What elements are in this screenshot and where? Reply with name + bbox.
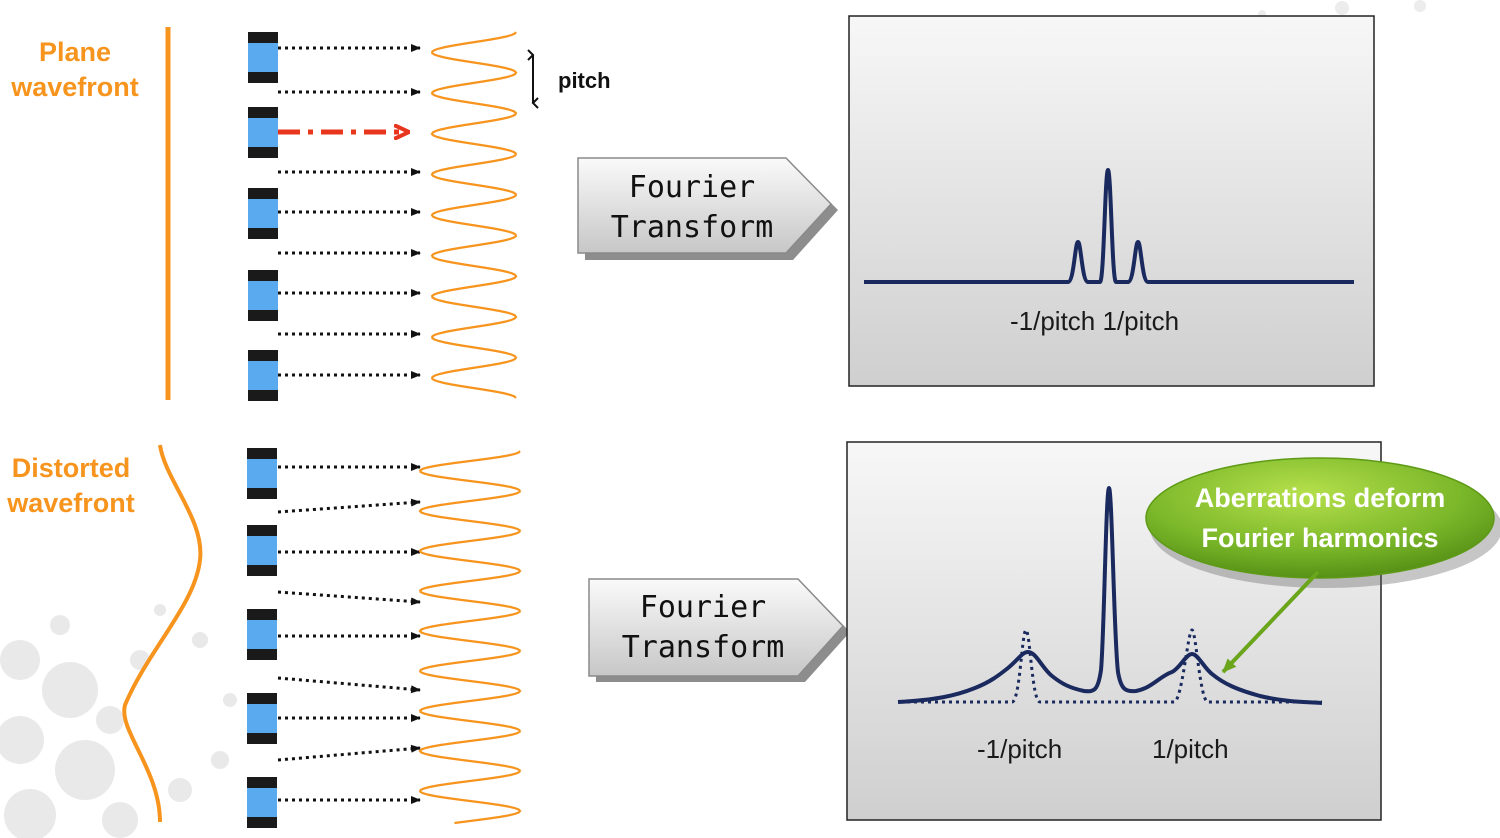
detector-lens — [248, 43, 278, 72]
detector-lens — [247, 704, 277, 733]
detector-lens — [248, 199, 278, 228]
decorative-dots — [0, 604, 237, 838]
top-beam-arrows — [278, 44, 421, 379]
bottom-fourier-transform-label: Fourier Transform — [591, 588, 815, 668]
bottom-fourier-transform-arrow-face — [588, 578, 845, 677]
detector-cap-top — [248, 107, 278, 118]
detector-lens — [247, 459, 277, 488]
detector-cap-top — [247, 525, 277, 536]
distorted-wavefront-curve — [122, 444, 203, 823]
detector-cap-bottom — [248, 228, 278, 239]
bottom-beam-arrows — [277, 463, 421, 804]
distorted-label-line1: Distorted — [11, 453, 131, 483]
detector-cap-bottom — [248, 147, 278, 158]
bottom-ideal-spectrum-curve — [900, 628, 1322, 704]
detector-cap-top — [248, 350, 278, 361]
detector-lens — [247, 620, 277, 649]
pitch-label: pitch — [558, 68, 611, 93]
detector-cap-bottom — [247, 733, 277, 744]
callout-pointer-arrow — [1221, 570, 1320, 674]
top-spectrum-curve — [864, 168, 1354, 284]
bottom-aberrated-spectrum-curve — [897, 486, 1323, 705]
detector-cap-top — [247, 693, 277, 704]
detector-lens — [248, 281, 278, 310]
beam-arrow — [277, 676, 421, 694]
top-detector-array — [248, 32, 278, 401]
top-fourier-transform-arrow-face — [577, 157, 833, 254]
detector-cap-top — [248, 32, 278, 43]
distorted-wavefront-label: Distorted wavefront — [0, 451, 142, 521]
top-fourier-transform-label: Fourier Transform — [580, 168, 804, 248]
bottom-ft-line1: Fourier — [639, 590, 767, 625]
plane-wavefront-label: Plane wavefront — [4, 35, 146, 105]
detector-cap-bottom — [247, 817, 277, 828]
detector-cap-bottom — [248, 390, 278, 401]
beam-arrow — [277, 744, 421, 762]
callout-line2: Fourier harmonics — [1201, 523, 1439, 553]
bottom-tick-right-label: 1/pitch — [1152, 734, 1229, 764]
bottom-tick-left-label: -1/pitch — [977, 734, 1063, 764]
top-spectrum-tick-labels: -1/pitch 1/pitch — [1010, 306, 1180, 336]
detector-cap-bottom — [247, 649, 277, 660]
bottom-detector-array — [247, 448, 277, 828]
detector-lens — [247, 536, 277, 565]
bottom-fringe-pattern — [418, 450, 522, 825]
detector-cap-top — [248, 188, 278, 199]
detector-cap-bottom — [248, 72, 278, 83]
detector-cap-top — [248, 270, 278, 281]
detector-lens — [248, 361, 278, 390]
beam-arrow — [277, 498, 421, 514]
detector-lens — [248, 118, 278, 147]
distorted-label-line2: wavefront — [7, 488, 135, 518]
bottom-ft-line2: Transform — [621, 630, 785, 665]
callout-line1: Aberrations deform — [1194, 483, 1446, 513]
detector-lens — [247, 788, 277, 817]
top-ft-line1: Fourier — [628, 170, 756, 205]
callout-bubble — [1145, 457, 1495, 579]
plane-label-line2: wavefront — [11, 72, 139, 102]
detector-cap-bottom — [247, 488, 277, 499]
top-fringe-pattern — [430, 31, 518, 399]
detector-cap-top — [247, 609, 277, 620]
plane-label-line1: Plane — [38, 37, 112, 67]
detector-cap-bottom — [248, 310, 278, 321]
callout-text: Aberrations deform Fourier harmonics — [1152, 478, 1488, 558]
beam-arrow — [277, 590, 421, 606]
top-ft-line2: Transform — [610, 210, 774, 245]
detector-cap-bottom — [247, 565, 277, 576]
detector-cap-top — [247, 448, 277, 459]
detector-cap-top — [247, 777, 277, 788]
